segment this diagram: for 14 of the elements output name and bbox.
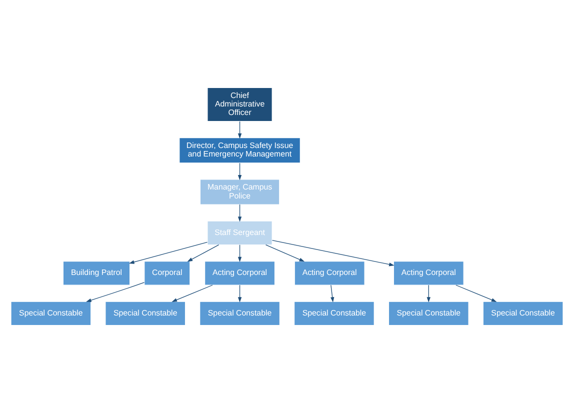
arrow bbox=[265, 244, 305, 262]
arrow bbox=[238, 162, 242, 180]
arrow bbox=[456, 284, 497, 302]
arrow bbox=[238, 204, 242, 222]
arrow bbox=[128, 241, 208, 264]
arrow bbox=[172, 284, 213, 302]
arrow bbox=[330, 284, 334, 302]
arrow bbox=[272, 239, 394, 266]
arrow bbox=[238, 120, 242, 138]
arrow bbox=[238, 284, 242, 302]
arrow bbox=[238, 244, 242, 262]
arrow bbox=[86, 282, 145, 302]
arrow bbox=[187, 244, 220, 262]
arrow bbox=[426, 284, 430, 302]
